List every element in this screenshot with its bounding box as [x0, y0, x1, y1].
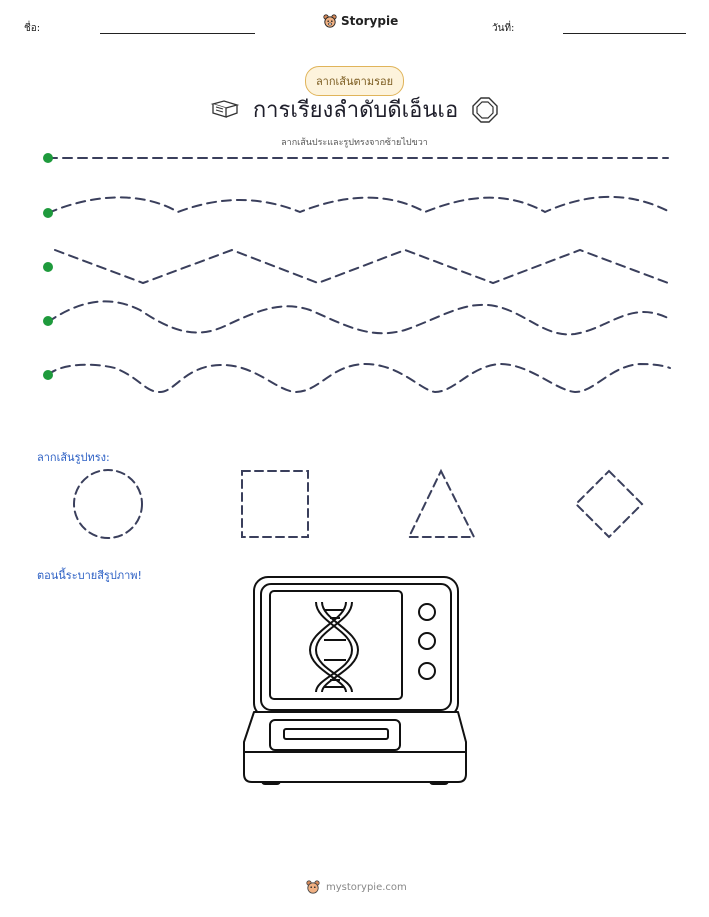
- start-dot: [43, 316, 53, 326]
- date-line[interactable]: [563, 33, 686, 34]
- date-label: วันที่:: [492, 23, 515, 34]
- subtitle-row: ลากเส้นประและรูปทรงจากซ้ายไปขวา: [0, 130, 709, 149]
- page-subtitle: ลากเส้นประและรูปทรงจากซ้ายไปขวา: [281, 138, 428, 148]
- tracing-lines-area: [43, 153, 671, 394]
- bear-icon: [306, 880, 320, 894]
- trace-line-wave[interactable]: [47, 195, 669, 214]
- coloring-section-label: ตอนนี้ระบายสีรูปภาพ!: [37, 569, 142, 582]
- name-line[interactable]: [100, 33, 255, 34]
- footer-url[interactable]: mystorypie.com: [326, 881, 407, 893]
- bear-icon: [323, 14, 337, 28]
- activity-badge: ลากเส้นตามรอย: [304, 66, 405, 96]
- octagon-icon: [472, 96, 498, 123]
- trace-line-zigzag[interactable]: [54, 248, 669, 285]
- dna-sequencer-machine[interactable]: [240, 574, 472, 794]
- page-title: การเรียงลำดับดีเอ็นเอ: [252, 98, 459, 123]
- badge-row: ลากเส้นตามรอย: [0, 66, 709, 96]
- storypie-logo: Storypie: [323, 14, 398, 28]
- logo-text: Storypie: [341, 14, 399, 28]
- trace-shapes-area: [73, 468, 644, 539]
- name-label: ชื่อ:: [24, 23, 41, 34]
- start-dot: [43, 370, 53, 380]
- start-dot: [43, 153, 53, 163]
- book-icon: [210, 99, 240, 118]
- trace-shape-circle[interactable]: [73, 469, 143, 539]
- title-row: การเรียงลำดับดีเอ็นเอ: [0, 92, 709, 127]
- trace-line-bumpy[interactable]: [47, 362, 671, 394]
- trace-line-wave-2[interactable]: [47, 300, 669, 336]
- trace-shape-diamond[interactable]: [574, 469, 644, 539]
- trace-shape-triangle[interactable]: [407, 468, 476, 538]
- start-dot: [43, 262, 53, 272]
- footer: mystorypie.com: [306, 880, 407, 894]
- trace-shape-square[interactable]: [241, 470, 309, 538]
- start-dot: [43, 208, 53, 218]
- shapes-section-label: ลากเส้นรูปทรง:: [37, 451, 110, 464]
